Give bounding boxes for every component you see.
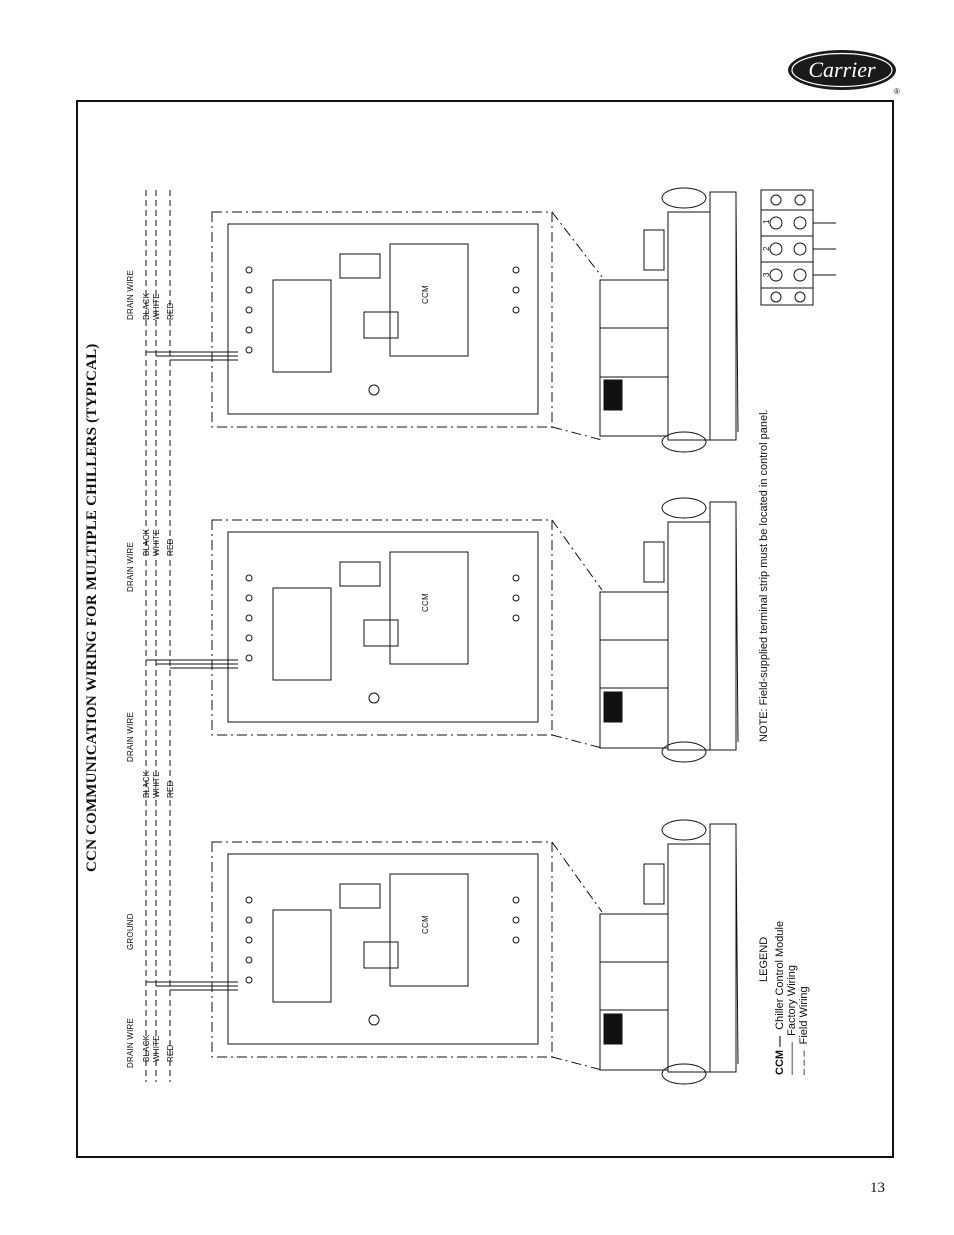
white-label-4: WHITE (152, 1035, 161, 1062)
chiller-2 (599, 497, 739, 763)
drain-wire-label-3: DRAIN WIRE (126, 712, 135, 762)
drain-wire-label-2: DRAIN WIRE (126, 542, 135, 592)
terminal-number-2: 2 (762, 246, 771, 251)
red-label-2: RED (166, 538, 175, 557)
legend-text-factory: Factory Wiring (786, 964, 798, 1036)
legend-symbol-ccm: CCM — (774, 1035, 786, 1075)
legend-text-field: Field Wiring (798, 986, 810, 1045)
note: NOTE: Field-supplied terminal strip must… (758, 409, 770, 742)
white-label-3: WHITE (152, 771, 161, 798)
legend-item-field: – – – Field Wiring (798, 986, 810, 1075)
terminal-number-1: 1 (762, 219, 771, 224)
legend-symbol-factory: ——— (786, 1042, 798, 1075)
red-label-3: RED (166, 780, 175, 799)
legend-symbol-field: – – – (798, 1050, 810, 1075)
carrier-logo: Carrier ® (788, 50, 900, 96)
black-label-3: BLACK (142, 770, 151, 798)
field-wiring-bus (145, 190, 171, 1082)
terminal-number-3: 3 (762, 272, 771, 277)
legend-text-ccm: Chiller Control Module (774, 920, 786, 1030)
figure-frame (76, 100, 894, 1158)
page-number: 13 (870, 1180, 885, 1196)
black-label-2: BLACK (142, 528, 151, 556)
ccm-label-2: CCM (421, 593, 430, 612)
ground-label: GROUND (126, 913, 135, 950)
control-panel-3 (146, 841, 553, 1058)
chiller-1 (599, 187, 739, 453)
legend-item-factory: ——— Factory Wiring (786, 965, 798, 1075)
terminal-strip (760, 189, 836, 306)
white-label-2: WHITE (152, 529, 161, 556)
ccm-label-3: CCM (421, 915, 430, 934)
wiring-diagram (145, 187, 836, 1085)
red-label-1: RED (166, 302, 175, 321)
chiller-3 (599, 819, 739, 1085)
red-label-4: RED (166, 1044, 175, 1063)
control-panel-2 (146, 519, 553, 736)
legend-item-ccm: CCM — Chiller Control Module (774, 921, 786, 1075)
drain-wire-label-1: DRAIN WIRE (126, 270, 135, 320)
ccm-label-1: CCM (421, 285, 430, 304)
figure-title: CCN COMMUNICATION WIRING FOR MULTIPLE CH… (84, 343, 100, 872)
black-label-1: BLACK (142, 292, 151, 320)
registered-mark: ® (894, 87, 900, 96)
logo-text: Carrier (808, 57, 876, 82)
drain-wire-label-4: DRAIN WIRE (126, 1018, 135, 1068)
white-label-1: WHITE (152, 293, 161, 320)
black-label-4: BLACK (142, 1034, 151, 1062)
control-panel-1 (146, 211, 553, 428)
legend-title: LEGEND (758, 936, 770, 982)
